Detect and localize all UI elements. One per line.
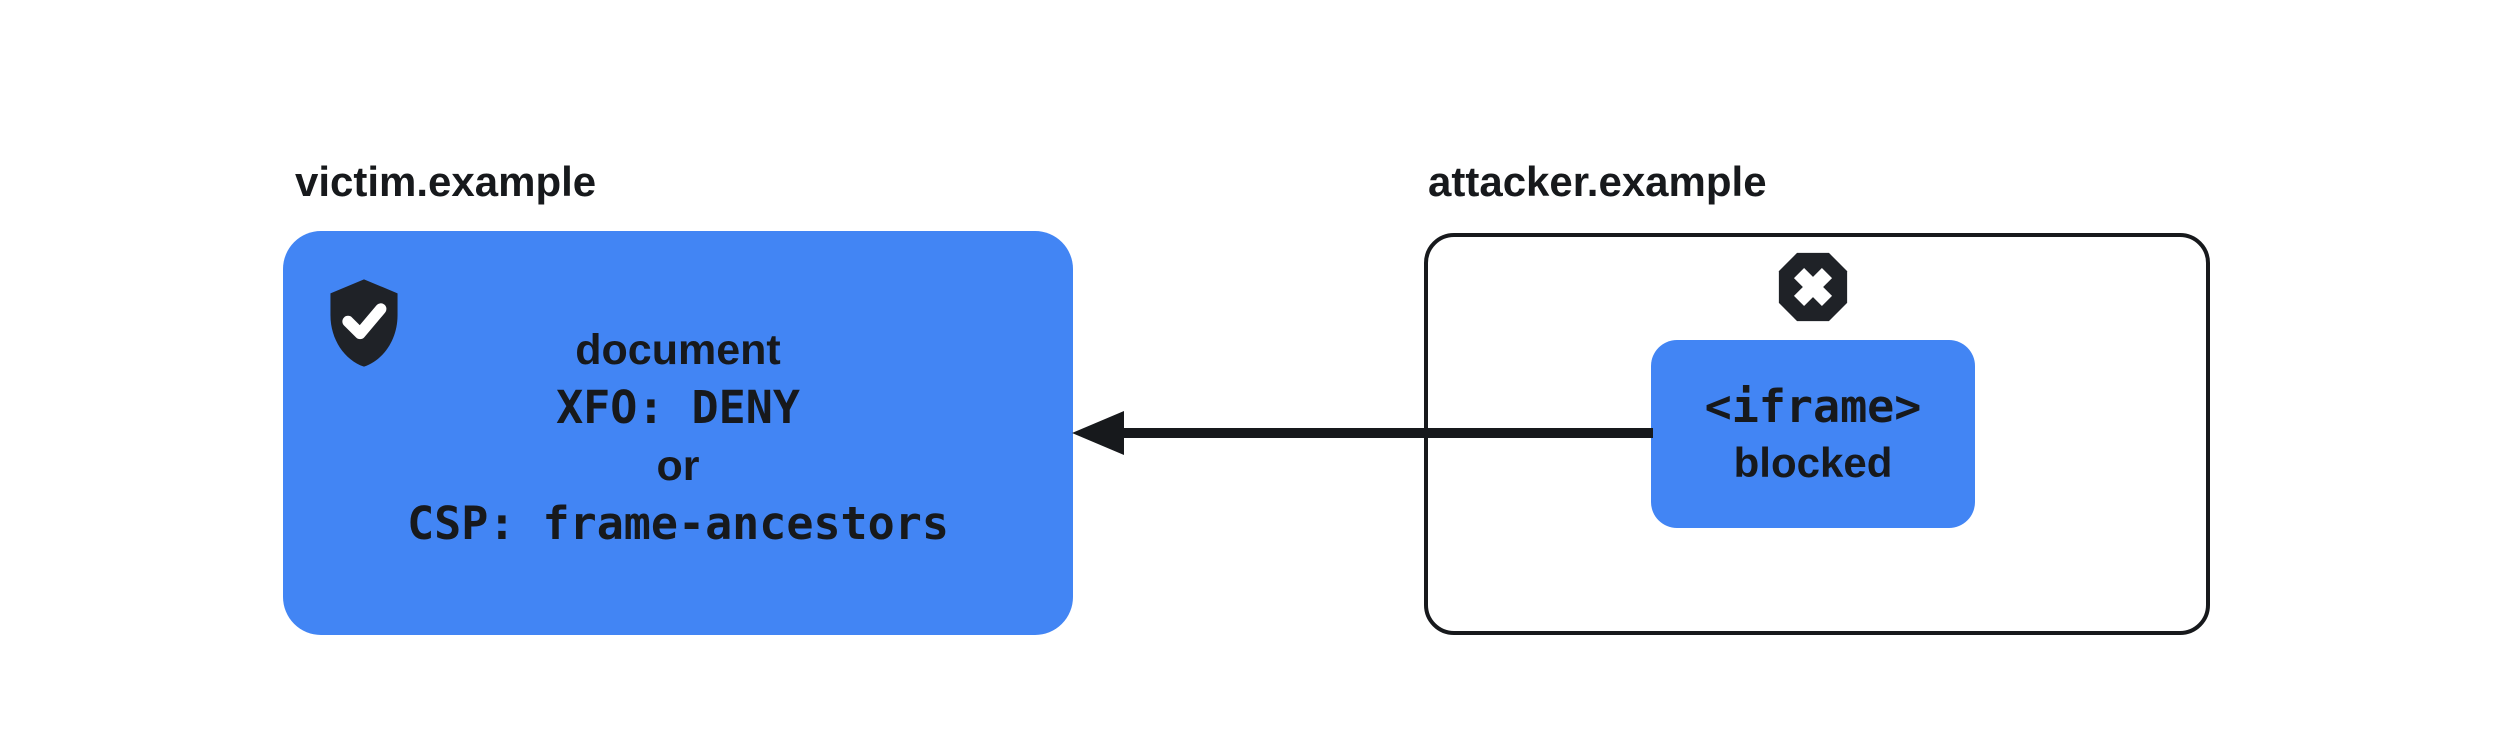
blocked-octagon-icon xyxy=(1778,252,1848,322)
victim-line-csp-frame-ancestors: CSP: frame-ancestors xyxy=(407,497,949,550)
victim-document-box: document XFO: DENY or CSP: frame-ancesto… xyxy=(283,231,1073,635)
iframe-tag-label: <iframe> xyxy=(1704,379,1922,433)
shield-check-icon xyxy=(330,279,398,367)
victim-domain-label: victim.example xyxy=(295,158,597,205)
victim-line-document: document xyxy=(575,326,781,374)
blocked-iframe-box: <iframe> blocked xyxy=(1651,340,1975,528)
victim-document-text: document XFO: DENY or CSP: frame-ancesto… xyxy=(283,231,1073,635)
attacker-domain-label: attacker.example xyxy=(1428,158,1767,205)
victim-line-xfo-deny: XFO: DENY xyxy=(556,381,800,434)
victim-line-or: or xyxy=(656,442,700,490)
blocked-request-arrow xyxy=(1072,411,1653,455)
iframe-blocked-label: blocked xyxy=(1733,438,1893,486)
